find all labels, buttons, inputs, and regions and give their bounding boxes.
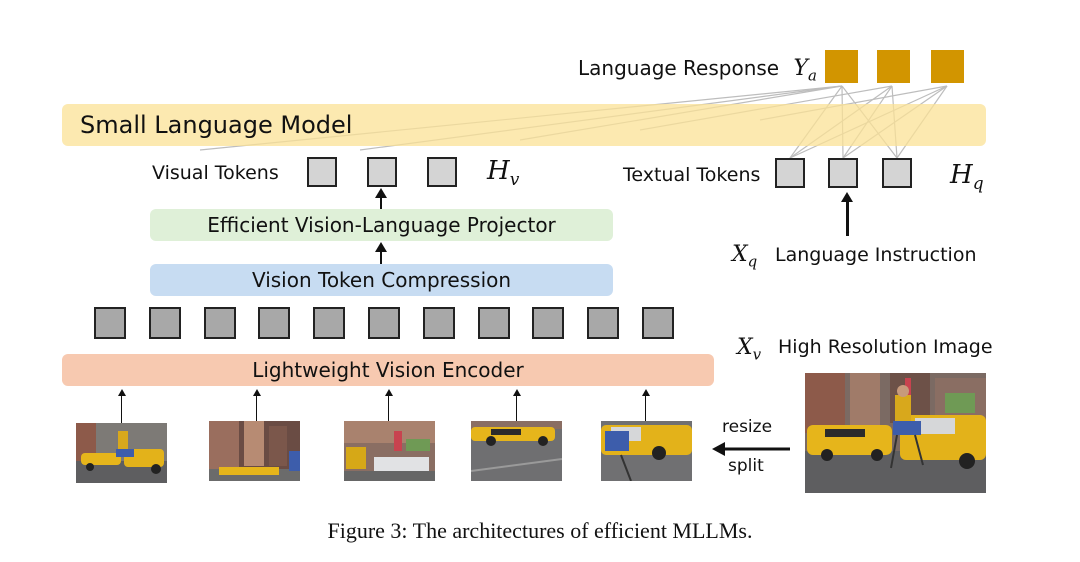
instruction-symbol: Xq <box>732 242 757 270</box>
crop-arrow-2 <box>253 389 261 423</box>
projector-label: Efficient Vision-Language Projector <box>207 213 556 237</box>
instruction-label: Language Instruction <box>775 244 977 266</box>
resize-label: resize <box>722 417 773 437</box>
language-response-label: Language Response Ya <box>578 56 817 84</box>
visual-tokens-label: Visual Tokens <box>152 162 279 184</box>
patch-token-5 <box>313 307 346 339</box>
image-crop-2 <box>209 421 300 481</box>
visual-token-2 <box>367 157 397 187</box>
patch-token-4 <box>258 307 291 339</box>
textual-token-3 <box>882 158 912 188</box>
small-language-model-label: Small Language Model <box>80 111 353 139</box>
textual-tokens-label: Textual Tokens <box>623 164 761 186</box>
patch-token-6 <box>368 307 400 339</box>
response-token-3 <box>931 50 964 83</box>
hv-sub: v <box>509 170 520 191</box>
projector-to-tokens-arrow <box>375 188 387 210</box>
xv-sub: v <box>752 345 762 364</box>
visual-token-3 <box>427 157 457 187</box>
patch-token-2 <box>148 307 181 339</box>
xq-letter: X <box>732 242 748 267</box>
hq-sub: q <box>972 174 984 195</box>
instruction-arrow <box>841 192 853 236</box>
response-token-1 <box>825 50 858 83</box>
high-res-label: High Resolution Image <box>778 336 993 358</box>
encoder-band: Lightweight Vision Encoder <box>62 354 714 386</box>
patch-token-10 <box>587 307 620 339</box>
patch-token-9 <box>532 307 565 339</box>
high-res-symbol: Xv <box>737 335 761 363</box>
image-crop-5 <box>601 421 692 481</box>
patch-token-3 <box>203 307 236 339</box>
image-crop-4 <box>471 421 562 481</box>
high-resolution-image <box>805 373 986 493</box>
response-token-2 <box>877 50 910 83</box>
small-language-model-band: Small Language Model <box>62 104 986 146</box>
xv-letter: X <box>737 335 753 360</box>
compression-band: Vision Token Compression <box>150 264 613 296</box>
hq-letter: H <box>950 160 973 190</box>
figure-caption: Figure 3: The architectures of efficient… <box>327 518 753 543</box>
patch-token-8 <box>477 307 510 339</box>
crop-arrow-3 <box>385 389 393 423</box>
textual-token-1 <box>775 158 805 188</box>
response-symbol: Ya <box>793 56 817 85</box>
xq-sub: q <box>747 252 758 271</box>
textual-tokens-symbol: Hq <box>950 160 984 194</box>
encoder-label: Lightweight Vision Encoder <box>252 358 524 382</box>
response-symbol-letter: Y <box>793 56 809 81</box>
response-symbol-sub: a <box>808 66 817 85</box>
crop-arrow-5 <box>642 389 650 423</box>
patch-token-7 <box>422 307 455 339</box>
image-crop-1 <box>76 423 167 483</box>
crop-arrow-1 <box>118 389 126 423</box>
split-label: split <box>728 456 764 476</box>
patch-token-1 <box>94 307 126 339</box>
compression-label: Vision Token Compression <box>251 268 512 292</box>
textual-token-2 <box>828 158 858 188</box>
projector-band: Efficient Vision-Language Projector <box>150 209 613 241</box>
compression-to-projector-arrow <box>375 242 387 264</box>
hv-letter: H <box>487 156 510 186</box>
language-response-text: Language Response <box>578 56 780 80</box>
patch-token-11 <box>642 307 674 339</box>
split-arrow <box>712 442 790 456</box>
image-crop-3 <box>344 421 435 481</box>
visual-tokens-symbol: Hv <box>487 156 519 190</box>
crop-arrow-4 <box>513 389 521 423</box>
visual-token-1 <box>307 157 337 187</box>
